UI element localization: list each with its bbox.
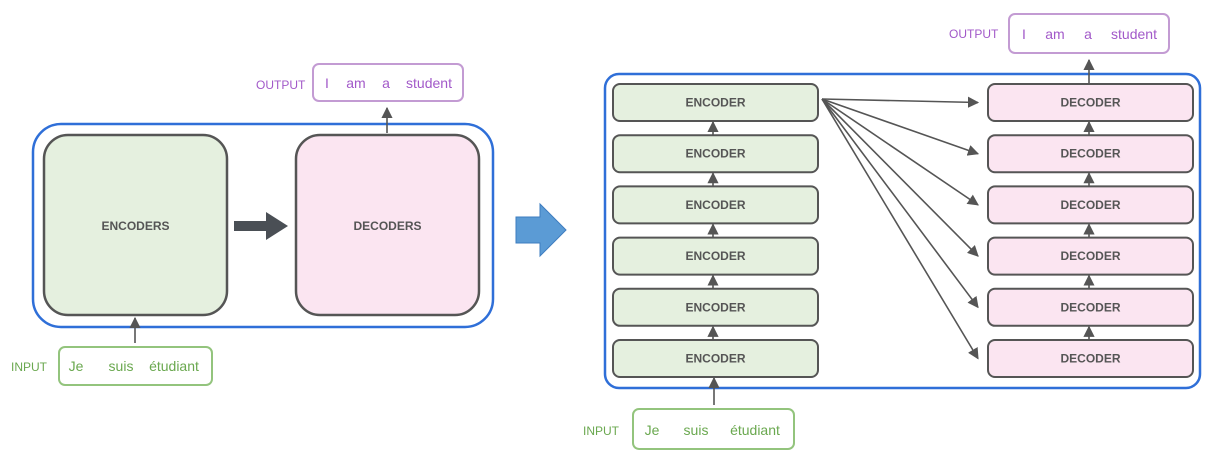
decoder-label: DECODER bbox=[1060, 249, 1120, 263]
left-input-box bbox=[58, 346, 213, 386]
right-diagram: ENCODER ENCODER ENCODER ENCODER ENCODER ENCOD… bbox=[583, 13, 1202, 450]
right-input-label: INPUT bbox=[583, 424, 620, 438]
encoder-block: ENCODER bbox=[612, 134, 819, 174]
right-output-word-3: a bbox=[1084, 26, 1092, 42]
left-output-box bbox=[312, 63, 464, 102]
right-output-label: OUTPUT bbox=[949, 27, 999, 41]
decoder-block: DECODER bbox=[987, 339, 1194, 378]
decoder-block: DECODER bbox=[987, 185, 1194, 225]
left-input-label: INPUT bbox=[11, 360, 48, 374]
left-diagram: ENCODERS DECODERS INPUT Je suis étudiant… bbox=[11, 63, 495, 386]
decoder-label: DECODER bbox=[1060, 96, 1120, 110]
right-input-word-1: Je bbox=[645, 422, 660, 438]
right-container bbox=[603, 72, 1202, 390]
encoder-to-decoder-arrow bbox=[821, 98, 979, 309]
left-output-label: OUTPUT bbox=[256, 78, 306, 92]
decoder-label: DECODER bbox=[1060, 300, 1120, 314]
left-output-word-1: I bbox=[325, 75, 329, 91]
decoder-label: DECODER bbox=[1060, 147, 1120, 161]
encoder-block: ENCODER bbox=[612, 236, 819, 276]
encoder-label: ENCODER bbox=[685, 249, 745, 263]
encoder-label: ENCODER bbox=[685, 198, 745, 212]
stack-arrows bbox=[707, 96, 1095, 360]
decoder-label: DECODER bbox=[1060, 198, 1120, 212]
encoder-to-decoder-arrow bbox=[821, 98, 980, 156]
encoders-block bbox=[42, 133, 229, 317]
encoder-label: ENCODER bbox=[685, 352, 745, 366]
left-output-word-3: a bbox=[382, 75, 390, 91]
right-input-box bbox=[632, 408, 795, 450]
encoders-label: ENCODERS bbox=[101, 219, 169, 233]
left-output-word-4: student bbox=[406, 75, 452, 91]
left-input-word-3: étudiant bbox=[149, 358, 199, 374]
encoder-block: ENCODER bbox=[612, 185, 819, 225]
encoder-to-decoder-arrow bbox=[821, 98, 979, 257]
right-output-word-2: am bbox=[1045, 26, 1064, 42]
encoder-label: ENCODER bbox=[685, 300, 745, 314]
encoder-stack: ENCODER ENCODER ENCODER ENCODER ENCODER ENCOD… bbox=[612, 83, 819, 378]
left-input-word-1: Je bbox=[69, 358, 84, 374]
encoder-label: ENCODER bbox=[685, 96, 745, 110]
encoder-label: ENCODER bbox=[685, 147, 745, 161]
encoder-to-decoder-arrow bbox=[821, 96, 980, 108]
decoder-block: DECODER bbox=[987, 287, 1194, 327]
decoder-block: DECODER bbox=[987, 236, 1194, 276]
right-output-word-4: student bbox=[1111, 26, 1157, 42]
transition-arrow-icon bbox=[515, 202, 567, 258]
left-container bbox=[31, 122, 495, 329]
right-output-box bbox=[1008, 13, 1170, 54]
decoder-block: DECODER bbox=[987, 134, 1194, 174]
right-input-word-2: suis bbox=[684, 422, 709, 438]
encoders-to-decoders-arrow bbox=[234, 212, 288, 240]
decoder-stack: DECODER DECODER DECODER DECODER DECODER DECOD… bbox=[987, 83, 1194, 378]
encoder-block: ENCODER bbox=[612, 339, 819, 378]
encoder-block: ENCODER bbox=[612, 83, 819, 122]
right-input-word-3: étudiant bbox=[730, 422, 780, 438]
encoder-to-decoder-arrow bbox=[821, 98, 979, 360]
right-output-word-1: I bbox=[1022, 26, 1026, 42]
left-output-word-2: am bbox=[346, 75, 365, 91]
decoder-block: DECODER bbox=[987, 83, 1194, 122]
encoder-block: ENCODER bbox=[612, 287, 819, 327]
encoder-to-decoder-arrow bbox=[821, 98, 979, 206]
decoders-block bbox=[294, 133, 481, 317]
decoders-label: DECODERS bbox=[353, 219, 421, 233]
decoder-label: DECODER bbox=[1060, 352, 1120, 366]
left-input-word-2: suis bbox=[109, 358, 134, 374]
